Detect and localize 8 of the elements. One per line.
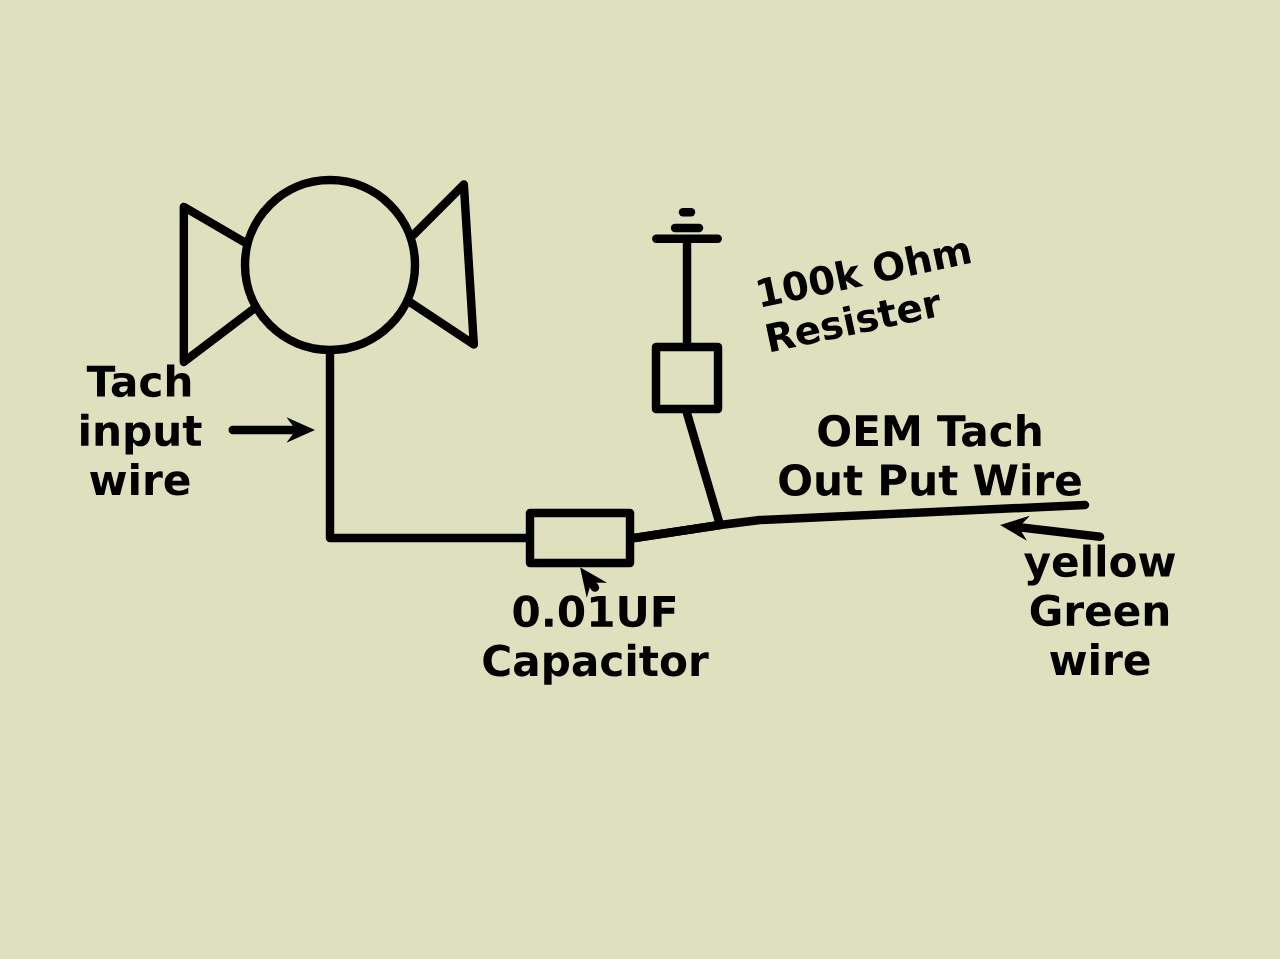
note-text: 0.01UF Capacitor (483, 595, 709, 685)
component-box (525, 508, 635, 568)
note-text: Tach input wire (81, 364, 202, 496)
component-box (651, 342, 723, 414)
wire-label: OEM Tach Out Put Wire (779, 414, 1081, 496)
note-text: yellow Green wire (1024, 544, 1176, 676)
ground-symbol (652, 208, 722, 243)
component-label: 100k Ohm Resister (757, 243, 971, 352)
